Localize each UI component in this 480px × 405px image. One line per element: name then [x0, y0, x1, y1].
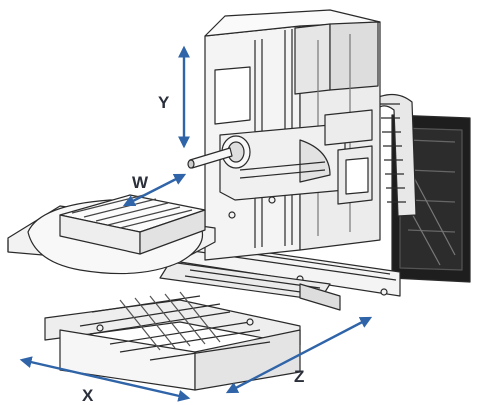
headstock	[219, 109, 373, 205]
x-axis-label: X	[82, 386, 94, 405]
axis-arrows	[19, 45, 373, 402]
z-axis-arrow	[225, 316, 373, 394]
w-axis-label: W	[132, 173, 149, 192]
z-axis-rails	[159, 261, 341, 311]
spindle	[187, 135, 251, 169]
z-axis-label: Z	[294, 367, 304, 386]
w-axis-arrow	[122, 173, 187, 207]
axis-labels: Y W X Z	[82, 93, 304, 405]
machine-illustration	[7, 9, 471, 391]
x-axis-arrow	[19, 356, 191, 402]
cable-carrier	[371, 93, 417, 217]
y-axis-label: Y	[158, 93, 170, 112]
rotary-table	[7, 194, 216, 275]
